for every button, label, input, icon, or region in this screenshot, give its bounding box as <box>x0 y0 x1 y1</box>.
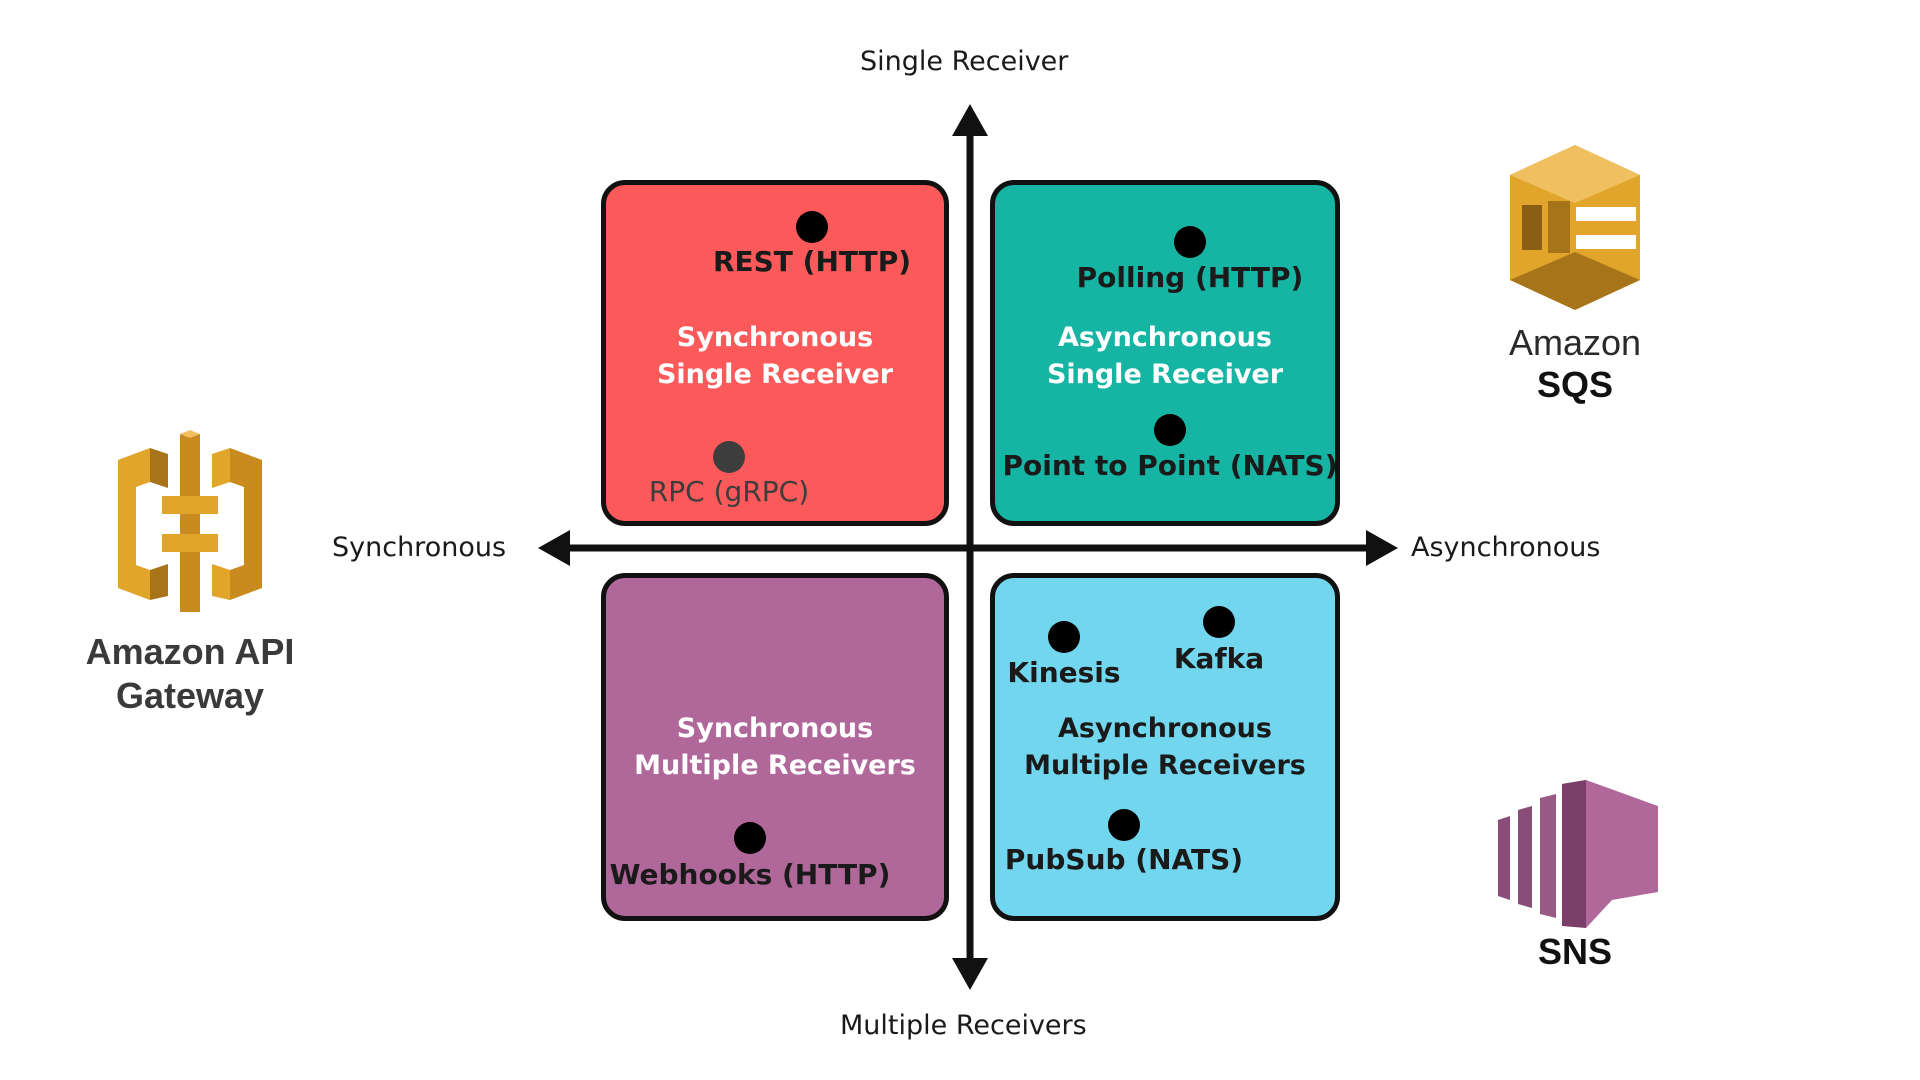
axis-label-left: Synchronous <box>332 532 507 563</box>
item-dot <box>1108 809 1140 841</box>
sns-name-text: SNS <box>1537 931 1613 972</box>
item-label-kafka: Kafka <box>1173 642 1265 675</box>
item-label-kinesis: Kinesis <box>1007 656 1121 689</box>
api-gateway-label: Amazon API Gateway <box>80 630 300 718</box>
quadrant-sync-single: Synchronous Single Receiver REST (HTTP) … <box>601 180 949 526</box>
item-label-polling: Polling (HTTP) <box>1076 261 1304 294</box>
item-dot <box>796 211 828 243</box>
item-dot <box>1203 606 1235 638</box>
quadrant-title-line: Multiple Receivers <box>634 750 916 781</box>
sns-label: SNS <box>1475 930 1675 974</box>
quadrant-title-line: Synchronous <box>676 322 874 353</box>
arrow-down-icon <box>952 958 988 990</box>
arrow-left-icon <box>538 530 570 566</box>
quadrant-title-line: Asynchronous <box>1058 713 1272 744</box>
arrow-right-icon <box>1366 530 1398 566</box>
quadrant-sync-multiple: Synchronous Multiple Receivers Webhooks … <box>601 573 949 921</box>
item-dot <box>1154 414 1186 446</box>
quadrant-async-single: Asynchronous Single Receiver Polling (HT… <box>990 180 1340 526</box>
api-gateway-spine <box>162 430 218 612</box>
api-gateway-right-bracket <box>212 448 262 600</box>
item-dot <box>1174 226 1206 258</box>
sqs-name-text: SQS <box>1536 364 1614 405</box>
quadrant-title-line: Asynchronous <box>1058 322 1272 353</box>
item-label-rpc: RPC (gRPC) <box>648 475 810 508</box>
quadrant-title: Asynchronous Single Receiver <box>995 319 1335 393</box>
item-label-point-to-point: Point to Point (NATS) <box>1002 449 1338 482</box>
arrow-up-icon <box>952 104 988 136</box>
item-dot <box>1048 621 1080 653</box>
sqs-label: Amazon SQS <box>1475 322 1675 406</box>
axis-label-right: Asynchronous <box>1411 532 1601 563</box>
item-label-pubsub: PubSub (NATS) <box>1004 843 1244 876</box>
item-dot <box>713 441 745 473</box>
amazon-sqs-icon <box>1510 145 1640 310</box>
item-dot <box>734 822 766 854</box>
axis-label-top: Single Receiver <box>860 46 1069 77</box>
api-gateway-left-bracket <box>118 448 168 600</box>
quadrant-title: Synchronous Single Receiver <box>606 319 944 393</box>
axis-label-bottom: Multiple Receivers <box>840 1010 1087 1041</box>
amazon-api-gateway-icon <box>118 430 262 612</box>
item-label-rest: REST (HTTP) <box>712 245 912 278</box>
amazon-sns-icon <box>1498 780 1658 928</box>
quadrant-title-line: Single Receiver <box>1046 359 1284 390</box>
api-gateway-label-line: Amazon API <box>85 631 295 672</box>
quadrant-title: Synchronous Multiple Receivers <box>606 710 944 784</box>
item-label-webhooks: Webhooks (HTTP) <box>609 858 891 891</box>
quadrant-title-line: Synchronous <box>676 713 874 744</box>
sqs-brand-text: Amazon <box>1508 322 1642 363</box>
quadrant-title-line: Single Receiver <box>656 359 894 390</box>
quadrant-title-line: Multiple Receivers <box>1024 750 1306 781</box>
api-gateway-label-line: Gateway <box>115 675 265 716</box>
quadrant-async-multiple: Asynchronous Multiple Receivers Kinesis … <box>990 573 1340 921</box>
quadrant-title: Asynchronous Multiple Receivers <box>995 710 1335 784</box>
